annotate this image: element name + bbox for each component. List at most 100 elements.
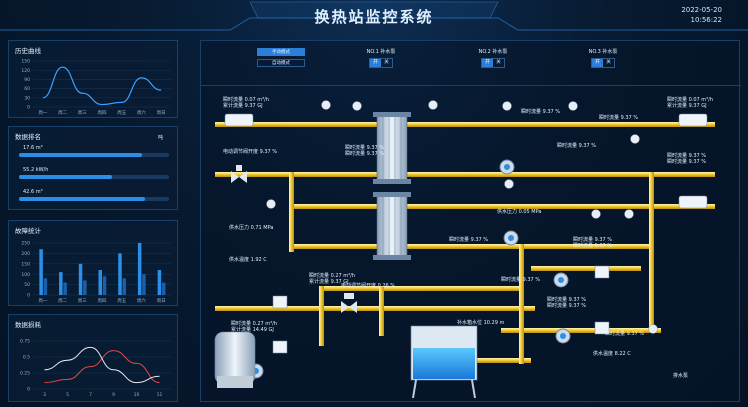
ranking-value-0: 17.6 m³ — [23, 145, 43, 151]
fault-bar-s0-5 — [137, 243, 142, 295]
pipes — [215, 122, 715, 364]
fault-xtick-0: 周一 — [38, 298, 47, 304]
reading-r12: 瞬时流量 9.37 %瞬时流量 9.37 % — [573, 237, 612, 249]
pipe-v2 — [319, 286, 324, 346]
pipe-diagram — [214, 100, 715, 399]
pipe-v5 — [649, 172, 654, 332]
history-xtick-3: 周四 — [98, 110, 107, 116]
reading-r3-line2: 累计流量 9.37 GJ — [667, 103, 707, 109]
fault-bar-s0-1 — [59, 272, 63, 295]
ranking-value-1: 55.2 kW/h — [23, 167, 49, 173]
reading-r1-line1: 瞬时流量 0.07 m³/h — [223, 97, 270, 103]
gauge-icon-1 — [321, 100, 331, 110]
fault-ytick-4: 50 — [24, 282, 30, 288]
flowmeter-icon-5 — [272, 295, 288, 309]
ranking-bar-0 — [19, 153, 142, 157]
pipe-v1 — [289, 172, 294, 252]
reading-r6-line1: 瞬时流量 9.37 % — [345, 145, 385, 151]
gauge-icon-7 — [504, 179, 514, 189]
reading-r17-line2: 累计流量 14.49 GJ — [231, 327, 274, 333]
fault-ytick-2: 150 — [21, 261, 30, 267]
reading-r8: 瞬时流量 9.37 %瞬时流量 9.37 % — [667, 153, 706, 165]
pump2-off[interactable]: 关 — [496, 60, 501, 65]
pipe-bottom2 — [321, 286, 521, 291]
history-title: 历史曲线 — [15, 47, 41, 55]
fault-ytick-1: 200 — [21, 251, 30, 257]
pump3-toggle[interactable]: 开 关 — [591, 58, 615, 68]
fault-bar-s0-0 — [39, 249, 43, 295]
analysis-ytick-2: 0.25 — [20, 371, 30, 377]
reading-r15: 电动调节阀开度 0.26 % — [341, 283, 396, 289]
pump1-toggle[interactable]: 开 关 — [369, 58, 393, 68]
pump3-off[interactable]: 关 — [606, 60, 611, 65]
control-valve-icon — [231, 165, 247, 183]
history-xtick-4: 周五 — [117, 110, 126, 116]
control-row: 手动模式 自动模式 NO.1 补水泵 开 关 NO.2 补水泵 开 关 NO.3… — [201, 41, 741, 86]
pump2-toggle[interactable]: 开 关 — [481, 58, 505, 68]
valves — [231, 165, 357, 313]
fault-bar-s1-4 — [122, 278, 127, 295]
reading-r1-line2: 累计流量 9.37 GJ — [223, 103, 263, 109]
header: 换热站监控系统 2022-05-20 10:56:22 — [0, 0, 748, 34]
fault-bar-s1-0 — [43, 278, 48, 295]
pipe-bottom — [215, 306, 535, 311]
reading-r20: 瞬时流量 9.37 % — [605, 331, 645, 337]
history-xtick-1: 周二 — [58, 110, 67, 116]
date-text: 2022-05-20 — [681, 6, 722, 14]
history-ytick-0: 150 — [21, 59, 30, 65]
fault-bar-s1-5 — [142, 274, 146, 295]
reading-r14-line1: 瞬时流量 0.27 m³/h — [309, 273, 356, 279]
ranking-unit: 吨 — [158, 134, 163, 141]
analysis-xtick-1: 5 — [66, 392, 69, 398]
gauge-icon-5 — [568, 101, 578, 111]
fault-bar-s1-2 — [83, 280, 87, 295]
auto-mode-button[interactable]: 自动模式 — [257, 59, 305, 67]
manual-mode-button[interactable]: 手动模式 — [257, 48, 305, 56]
pump1-on[interactable]: 开 — [370, 59, 381, 67]
reading-r16: 瞬时流量 9.37 % — [501, 277, 541, 283]
pump3-on[interactable]: 开 — [592, 59, 603, 67]
heat-exchanger-1 — [373, 112, 411, 184]
reading-r17-line1: 瞬时流量 0.27 m³/h — [231, 321, 278, 327]
history-ytick-4: 30 — [24, 95, 30, 101]
analysis-xtick-0: 3 — [43, 392, 46, 398]
fault-chart: 250200150100500周一周二周三周四周五周六周日 — [21, 241, 171, 304]
analysis-xtick-2: 7 — [89, 392, 92, 398]
gauge-icon-8 — [591, 209, 601, 219]
gauge-icon-2 — [352, 101, 362, 111]
pumps — [248, 159, 571, 379]
pipe-return-top — [215, 172, 715, 177]
flowmeter-icon-6 — [594, 265, 610, 279]
reading-r11: 瞬时流量 9.37 % — [449, 237, 489, 243]
fault-bar-s0-3 — [98, 270, 102, 295]
history-chart: 1501209060300周一周二周三周四周五周六周日 — [21, 59, 171, 116]
pump1-off[interactable]: 关 — [384, 60, 389, 65]
fault-bar-s1-6 — [161, 282, 166, 295]
pump2-on[interactable]: 开 — [482, 59, 493, 67]
analysis-xtick-5: 11 — [157, 392, 163, 398]
reading-r10: 供水压力 0.71 MPa — [229, 225, 274, 231]
reading-r8-line2: 瞬时流量 9.37 % — [667, 159, 707, 165]
gauges — [266, 100, 658, 334]
flowmeter-icon-1 — [224, 113, 254, 127]
fault-xtick-5: 周六 — [137, 297, 146, 304]
pipe-pumps — [501, 328, 661, 333]
analysis-line-0 — [44, 350, 160, 384]
fault-ytick-0: 250 — [21, 241, 30, 247]
gauge-icon-9 — [624, 209, 634, 219]
heat-exchanger-2 — [373, 192, 411, 260]
gauge-icon-11 — [648, 324, 658, 334]
analysis-ytick-1: 0.5 — [23, 355, 30, 361]
pipe-supply-mid — [291, 204, 715, 209]
analysis-xtick-4: 10 — [134, 392, 140, 398]
reading-r19-line2: 瞬时流量 9.37 % — [547, 303, 587, 309]
page-title: 换热站监控系统 — [314, 8, 434, 26]
ranking-title: 数据排名 — [15, 133, 41, 141]
